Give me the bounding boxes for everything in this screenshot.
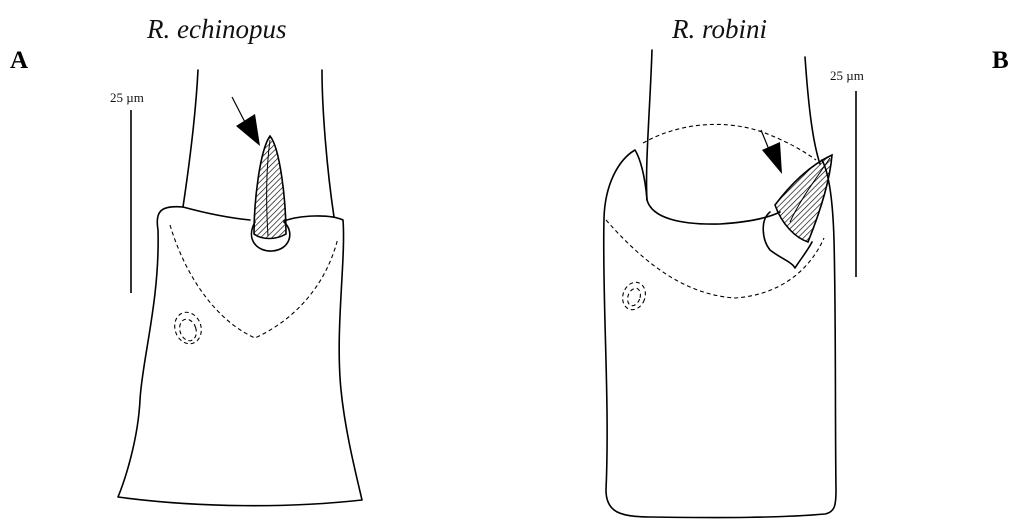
panel-b: B R. robini 25 µm [604,14,1009,518]
panel-b-dashed-arc [643,124,816,160]
panel-b-pore-marker [619,279,649,313]
panel-b-arrow [761,130,782,174]
panel-a: A R. echinopus 25 µm [10,14,362,506]
panel-b-scale-label: 25 µm [830,68,864,83]
panel-b-title: R. robini [671,14,767,44]
panel-a-spine [254,136,286,239]
panel-a-scale-label: 25 µm [110,90,144,105]
panel-b-letter: B [992,47,1009,74]
panel-a-arrow [232,97,260,146]
panel-a-pore-marker [171,309,206,347]
panel-a-lower-segment [118,207,362,506]
panel-a-title: R. echinopus [146,14,286,44]
panel-a-letter: A [10,47,28,74]
